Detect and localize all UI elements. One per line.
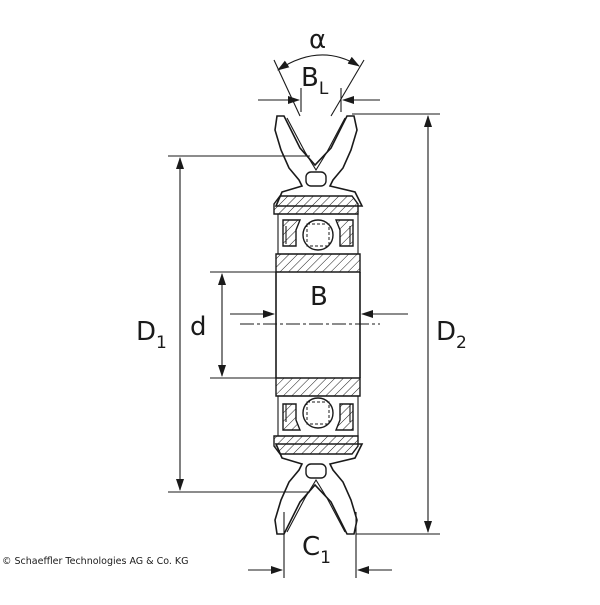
label-d: d [190, 312, 207, 342]
groove-v-top [286, 117, 346, 172]
rivet-top [305, 171, 327, 187]
label-b: B [310, 282, 328, 312]
dimension-d2 [352, 113, 440, 535]
groove-flange-top [274, 115, 364, 207]
inner-race-top [275, 253, 361, 273]
inner-race-bottom [275, 377, 361, 397]
dimension-d [210, 271, 276, 379]
rivet-bottom [305, 463, 327, 479]
outer-ring-bottom [273, 435, 364, 535]
outer-ring-top [273, 115, 364, 215]
ball-top [302, 219, 334, 251]
groove-v-bottom [286, 478, 346, 533]
dimension-c1 [248, 512, 392, 578]
label-c1: C1 [302, 532, 331, 568]
label-alpha: α [309, 25, 326, 55]
dimension-d1 [168, 155, 310, 493]
label-bl: BL [301, 63, 329, 99]
label-d1: D1 [136, 317, 167, 353]
ball-assembly-top [277, 213, 359, 255]
ball-bottom [302, 397, 334, 429]
bore [275, 272, 361, 378]
outer-race-bottom [273, 435, 359, 455]
groove-flange-bottom [274, 443, 364, 535]
ball-assembly-bottom [277, 395, 359, 437]
dimension-alpha [273, 54, 365, 117]
copyright-text: © Schaeffler Technologies AG & Co. KG [2, 556, 189, 567]
label-d2: D2 [436, 317, 467, 353]
outer-race-top [273, 195, 359, 215]
